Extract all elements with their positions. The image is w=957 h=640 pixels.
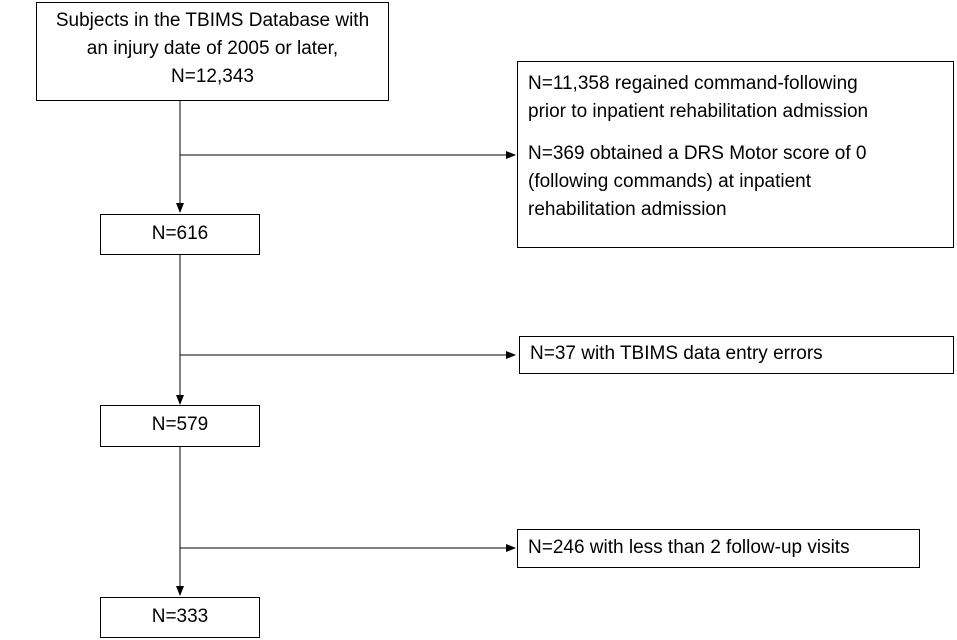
exclusion-box-2: N=37 with TBIMS data entry errors bbox=[519, 336, 954, 374]
start-box: Subjects in the TBIMS Database with an i… bbox=[36, 2, 389, 101]
step-box-1: N=616 bbox=[100, 214, 260, 255]
final-box-label: N=333 bbox=[151, 606, 209, 627]
exclusion-box-3: N=246 with less than 2 follow-up visits bbox=[517, 529, 920, 568]
step-box-1-label: N=616 bbox=[151, 223, 209, 244]
exclusion-3-label: N=246 with less than 2 follow-up visits bbox=[528, 537, 850, 558]
exclusion-1-para1-line-2: prior to inpatient rehabilitation admiss… bbox=[528, 101, 869, 122]
start-box-line-1: Subjects in the TBIMS Database with bbox=[55, 10, 370, 31]
exclusion-box-1: N=11,358 regained command-following prio… bbox=[517, 61, 954, 248]
step-box-2-label: N=579 bbox=[151, 414, 209, 435]
exclusion-1-para2-line-2: (following commands) at inpatient bbox=[528, 171, 812, 192]
start-box-line-3: N=12,343 bbox=[171, 66, 254, 87]
start-box-line-2: an injury date of 2005 or later, bbox=[86, 38, 339, 59]
exclusion-1-para2-line-3: rehabilitation admission bbox=[528, 199, 727, 220]
step-box-2: N=579 bbox=[100, 405, 260, 447]
exclusion-1-para1-line-1: N=11,358 regained command-following bbox=[528, 73, 858, 94]
exclusion-1-para2-line-1: N=369 obtained a DRS Motor score of 0 bbox=[528, 143, 867, 164]
exclusion-1-gap bbox=[528, 126, 953, 140]
final-box: N=333 bbox=[100, 597, 260, 638]
exclusion-2-label: N=37 with TBIMS data entry errors bbox=[530, 343, 823, 364]
